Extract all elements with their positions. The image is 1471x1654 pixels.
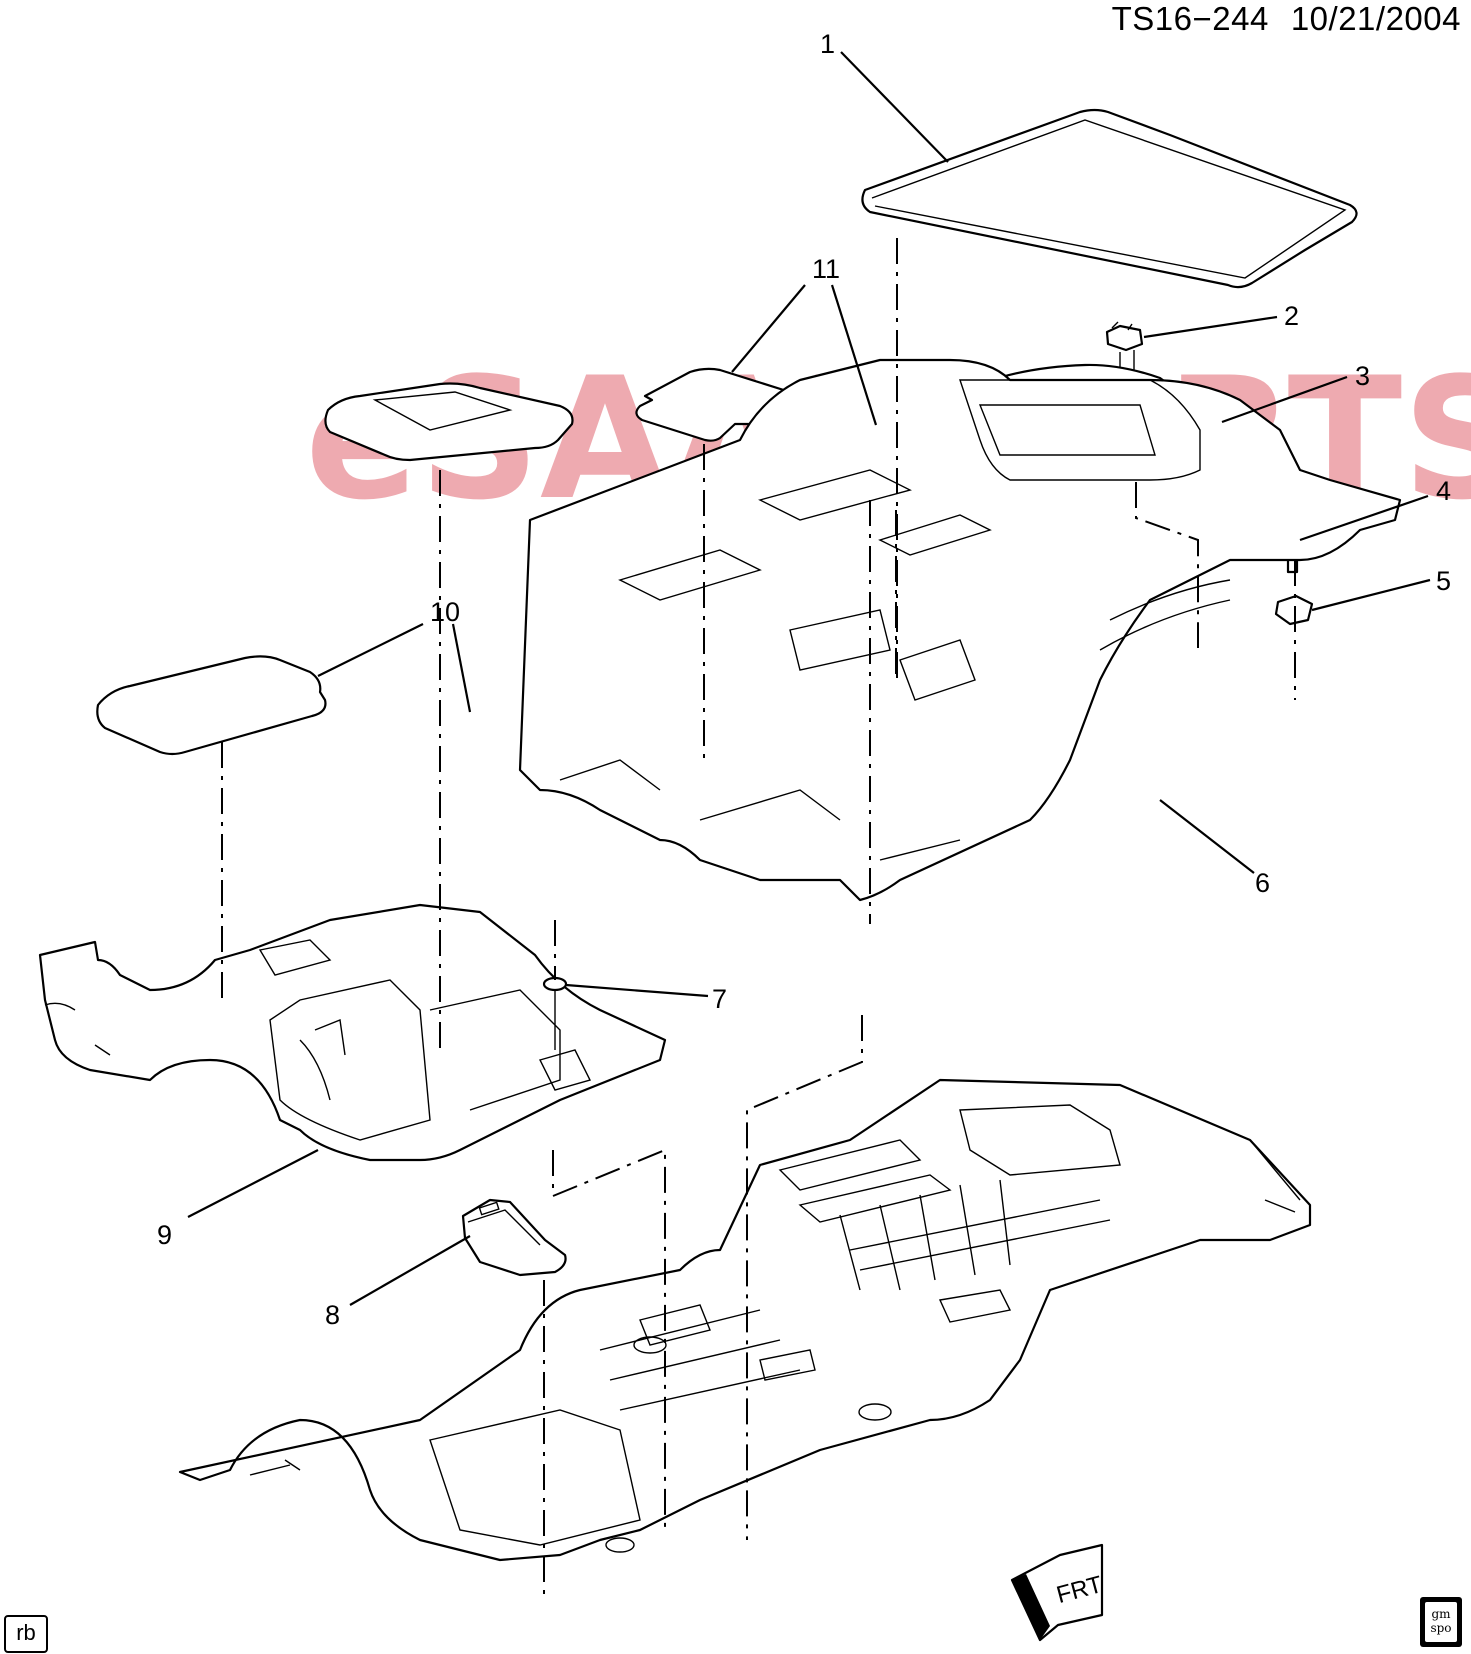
part-8-insulator	[461, 1198, 567, 1277]
gmspo-logo-top: gm	[1431, 1607, 1451, 1621]
gmspo-logo: gm spo	[1420, 1597, 1462, 1647]
diagram-header: TS16−244 10/21/2004	[1112, 0, 1461, 38]
part-10-front-floor-mats	[96, 382, 574, 756]
part-6-rear-floor-carpet	[518, 358, 1402, 902]
part-9-front-floor-carpet	[38, 903, 667, 1162]
front-direction-arrow: FRT	[1010, 1543, 1106, 1642]
part-1-load-floor-panel	[861, 108, 1358, 289]
callout-10: 10	[430, 597, 460, 627]
callout-9: 9	[157, 1220, 172, 1250]
gmspo-logo-bottom: spo	[1430, 1621, 1452, 1635]
author-badge: rb	[4, 1615, 48, 1653]
part-2-latch	[1105, 321, 1144, 395]
callout-3: 3	[1355, 361, 1370, 391]
alignment-lines	[221, 238, 1296, 1595]
diagram-code: TS16−244	[1111, 0, 1269, 37]
callout-7: 7	[712, 984, 727, 1014]
callout-numbers: 1 2 3 4 5 6 7 8 9 10 11	[157, 29, 1451, 1330]
callout-11: 11	[812, 254, 840, 284]
floor-pan	[178, 1078, 1312, 1562]
diagram-date: 10/21/2004	[1290, 0, 1461, 37]
callout-4: 4	[1436, 476, 1451, 506]
part-7-retainer	[542, 976, 568, 1050]
callout-6: 6	[1255, 868, 1270, 898]
callout-1: 1	[820, 29, 835, 59]
leader-lines	[187, 51, 1431, 1306]
callout-5: 5	[1436, 566, 1451, 596]
callout-8: 8	[325, 1300, 340, 1330]
callout-2: 2	[1284, 301, 1299, 331]
